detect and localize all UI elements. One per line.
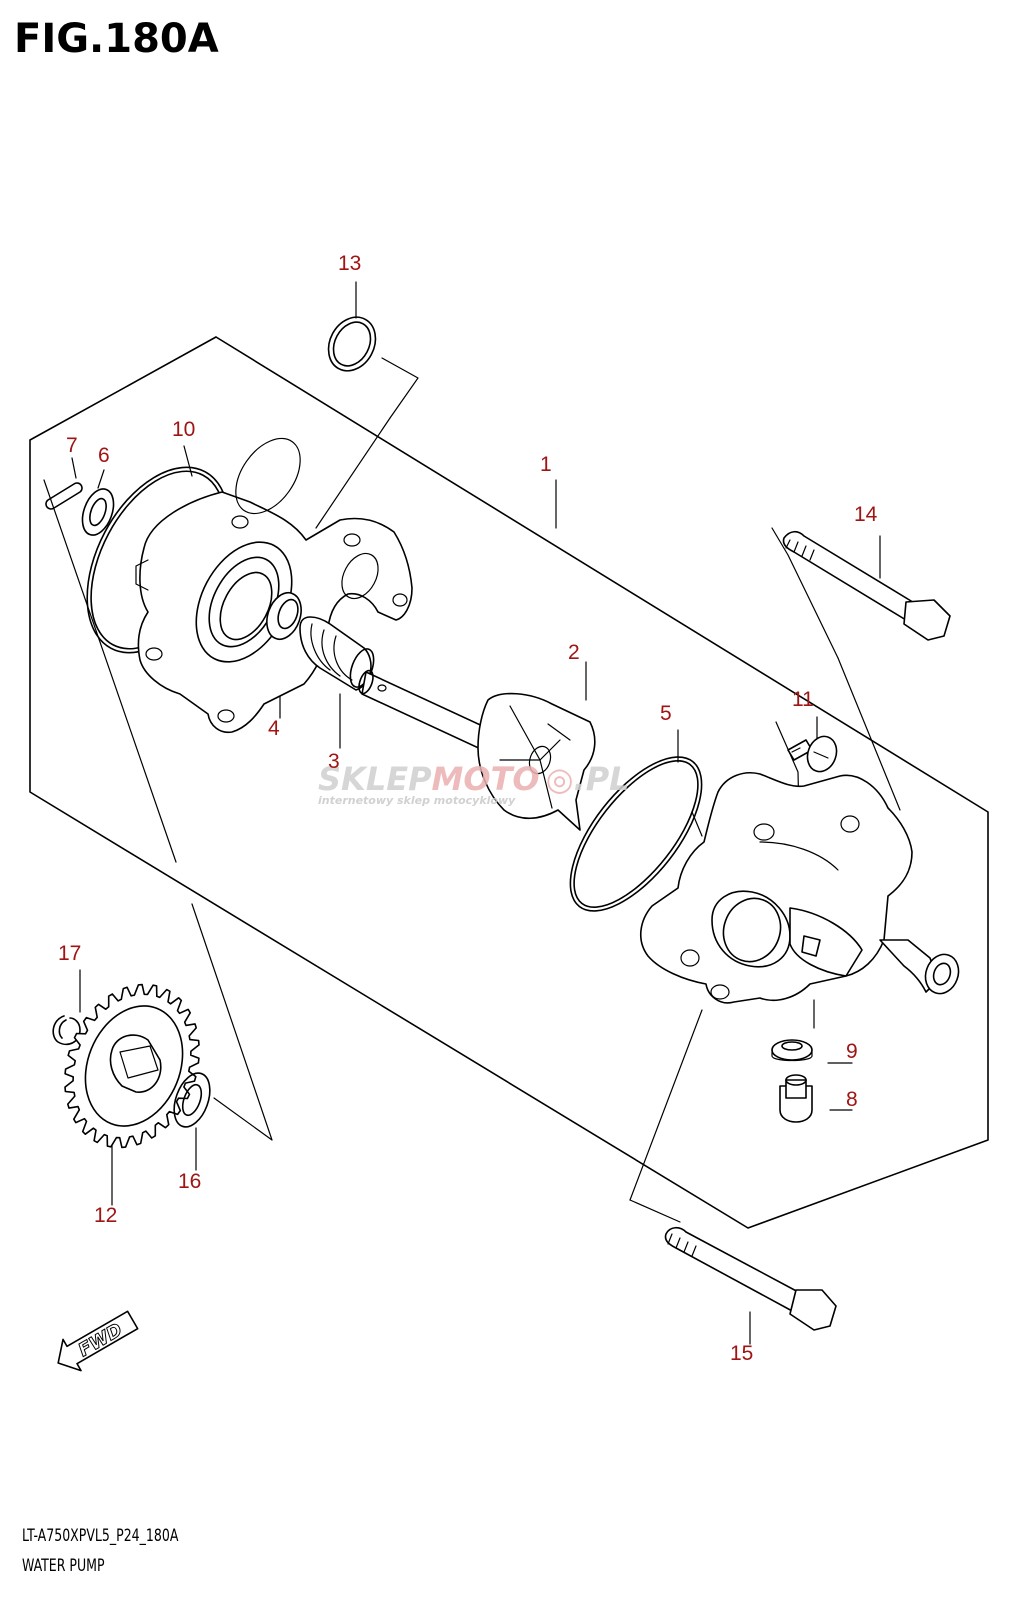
callout-4: 4 bbox=[268, 717, 280, 740]
part-12-gear bbox=[64, 983, 200, 1149]
callout-11: 11 bbox=[792, 688, 814, 711]
part-2-impeller bbox=[477, 692, 596, 831]
callout-14: 14 bbox=[854, 503, 878, 526]
watermark-brand-3: .PL bbox=[574, 760, 630, 798]
part-11-screw bbox=[787, 735, 838, 773]
callout-9: 9 bbox=[846, 1040, 858, 1063]
section-name: WATER PUMP bbox=[22, 1556, 105, 1576]
callout-7: 7 bbox=[66, 434, 78, 457]
part-1-pump-cover bbox=[640, 772, 960, 1004]
part-9-washer bbox=[771, 1039, 813, 1062]
watermark-tagline: internetowy sklep motocyklowy bbox=[318, 794, 516, 807]
figure-title: FIG.180A bbox=[14, 16, 219, 62]
callout-8: 8 bbox=[846, 1088, 858, 1111]
watermark: SKLEPMOTO◎.PL internetowy sklep motocykl… bbox=[318, 760, 630, 807]
part-8-drain-bolt bbox=[779, 1074, 813, 1123]
part-4-oil-seal bbox=[266, 591, 302, 641]
callout-13: 13 bbox=[338, 252, 361, 275]
svg-text:SKLEPMOTO◎.PL: SKLEPMOTO◎.PL bbox=[318, 760, 630, 798]
fwd-label: FWD bbox=[75, 1319, 126, 1361]
watermark-brand-2: MOTO bbox=[432, 760, 540, 798]
part-16-washer bbox=[173, 1072, 211, 1128]
leader-lines bbox=[43, 281, 901, 1345]
part-6-washer bbox=[81, 488, 115, 536]
callout-16: 16 bbox=[178, 1170, 201, 1193]
callout-2: 2 bbox=[568, 641, 580, 664]
part-15-bolt bbox=[664, 1226, 837, 1331]
assembly-outline bbox=[29, 336, 989, 1229]
callout-15: 15 bbox=[730, 1342, 753, 1365]
callout-3: 3 bbox=[328, 750, 340, 773]
callout-17: 17 bbox=[58, 942, 81, 965]
part-17-circlip bbox=[52, 1015, 81, 1046]
callout-labels: 1 2 3 4 5 6 7 8 9 10 11 12 13 14 15 16 1… bbox=[58, 252, 878, 1365]
part-3-mechanical-seal bbox=[299, 616, 375, 691]
part-7-dowel-pin bbox=[45, 482, 83, 510]
callout-10: 10 bbox=[172, 418, 195, 441]
fwd-arrow-icon: FWD bbox=[57, 1310, 139, 1372]
callout-12: 12 bbox=[94, 1204, 117, 1227]
callout-5: 5 bbox=[660, 702, 672, 725]
part-14-bolt bbox=[782, 530, 951, 641]
part-13-o-ring bbox=[327, 316, 377, 372]
watermark-brand-1: SKLEP bbox=[318, 760, 432, 798]
model-code: LT-A750XPVL5_P24_180A bbox=[22, 1526, 179, 1546]
callout-1: 1 bbox=[540, 453, 552, 476]
callout-6: 6 bbox=[98, 444, 110, 467]
part-5-o-ring bbox=[569, 756, 703, 912]
